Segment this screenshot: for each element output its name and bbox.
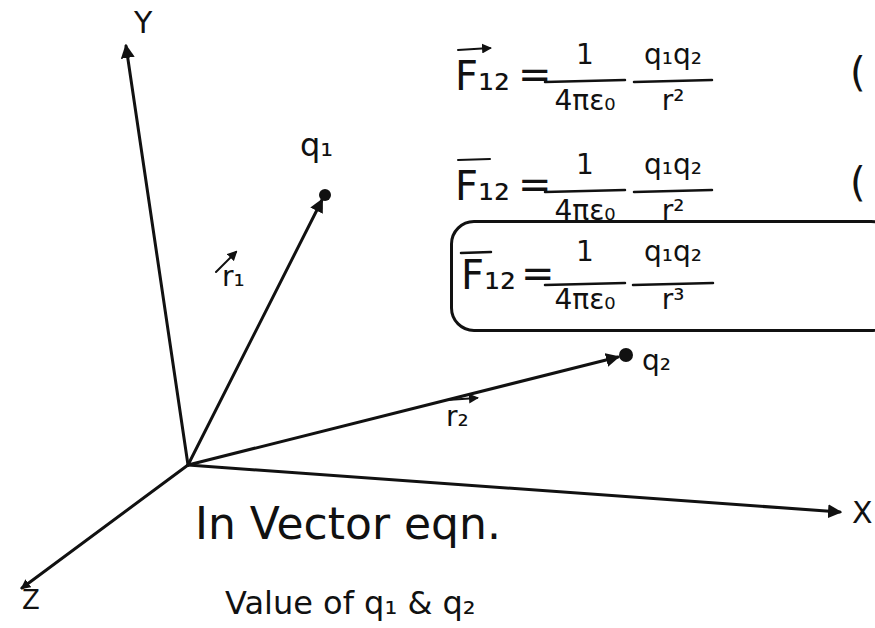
r1-vector xyxy=(188,200,322,465)
fraction-bar xyxy=(545,80,625,82)
equation-symbol: F₁₂ xyxy=(461,253,516,297)
equation-symbol: F₁₂ xyxy=(455,164,510,208)
vector-label: r₂ xyxy=(446,402,469,433)
equation-term: q₁q₂ xyxy=(644,40,702,71)
equation-term: 4πε₀ xyxy=(554,86,615,117)
equation-symbol: = xyxy=(521,251,555,295)
equation-term: r³ xyxy=(662,285,685,316)
fraction-bar xyxy=(634,80,712,82)
axis-label: X xyxy=(852,496,873,529)
fraction-bar xyxy=(634,190,712,192)
equation-term: 4πε₀ xyxy=(554,285,615,316)
charge-label: q₁ xyxy=(300,128,333,163)
vector-arrow xyxy=(447,398,477,400)
equation-symbol: ( xyxy=(850,160,866,204)
r2-vector xyxy=(188,357,618,465)
equation-term: r² xyxy=(662,86,685,117)
boxed-equation: F₁₂= 1 4πε₀ q₁q₂ r³ xyxy=(450,220,875,332)
equation-term: 1 xyxy=(576,40,594,71)
equation-symbol: ( xyxy=(850,50,866,94)
equation-term: q₁q₂ xyxy=(644,237,702,268)
vector-bar xyxy=(458,159,490,160)
equation-symbol: F₁₂ xyxy=(455,54,510,98)
axis-label: Y xyxy=(134,6,152,39)
equation-term: 1 xyxy=(576,237,594,268)
charge-label: q₂ xyxy=(642,346,671,377)
charge-dot xyxy=(319,189,331,201)
equation-symbol: = xyxy=(518,52,552,96)
equation-term: 1 xyxy=(576,150,594,181)
y-axis xyxy=(126,46,188,465)
fraction-bar xyxy=(545,190,625,192)
vector-label: r₁ xyxy=(222,262,245,293)
axis-label: Z xyxy=(22,586,40,615)
z-axis xyxy=(22,465,188,588)
vector-arrow xyxy=(458,48,490,50)
charge-dot xyxy=(619,348,633,362)
note-text: Value of q₁ & q₂ xyxy=(225,586,476,621)
equation-term: q₁q₂ xyxy=(644,150,702,181)
note-text: In Vector eqn. xyxy=(195,500,501,548)
equation-symbol: = xyxy=(518,162,552,206)
